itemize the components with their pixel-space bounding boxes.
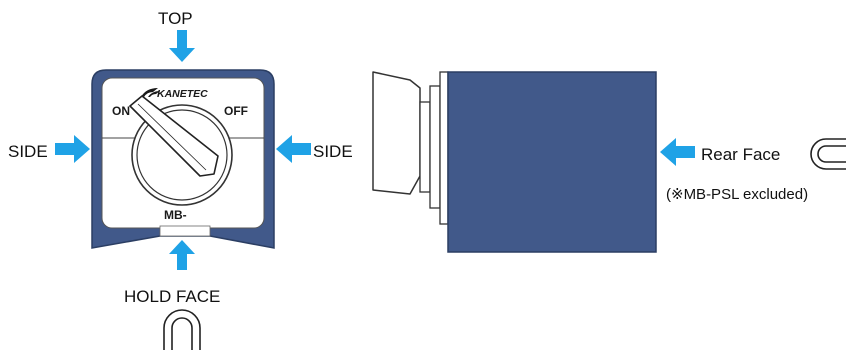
- top-label: TOP: [158, 9, 193, 28]
- switch-lever: [129, 95, 219, 177]
- kanetec-logo-icon: [141, 88, 160, 97]
- side-knob: [372, 71, 421, 195]
- side-right-label: SIDE: [313, 142, 353, 161]
- side-view: [372, 71, 657, 253]
- side-body: [447, 71, 657, 253]
- switch-off-label: OFF: [224, 104, 248, 118]
- front-view: KANETEC ON OFF MB-: [91, 69, 275, 249]
- side-flange-3: [439, 71, 449, 225]
- horseshoe-magnet-icon: [163, 309, 201, 350]
- side-left-arrow: [55, 135, 90, 163]
- top-arrow: [169, 30, 195, 62]
- side-flange-2: [429, 85, 441, 209]
- hold-face-label: HOLD FACE: [124, 287, 220, 306]
- side-left-label: SIDE: [8, 142, 48, 161]
- brand-label: KANETEC: [157, 88, 208, 100]
- model-label: MB-: [164, 208, 187, 222]
- hold-face-arrow: [169, 240, 195, 270]
- hold-face-strip: [159, 225, 211, 237]
- side-right-arrow: [276, 135, 311, 163]
- rear-face-label: Rear Face: [701, 145, 780, 164]
- side-flange-1: [419, 101, 431, 193]
- horseshoe-magnet-icon-rear: [810, 138, 846, 170]
- switch-on-label: ON: [112, 104, 130, 118]
- rear-face-note: (※MB-PSL excluded): [666, 186, 808, 203]
- rear-face-arrow: [660, 138, 695, 166]
